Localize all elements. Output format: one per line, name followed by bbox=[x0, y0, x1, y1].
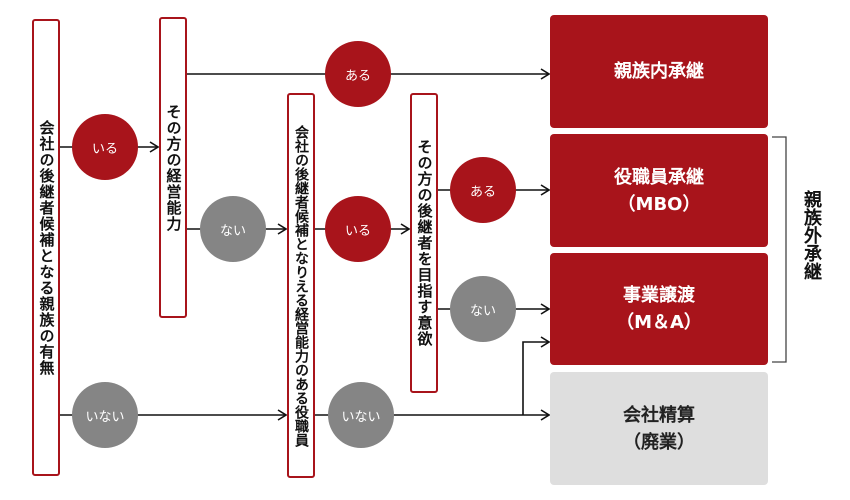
question-text: その方の後継者を目指す意欲 bbox=[415, 139, 434, 347]
arrow-q3-no-to-ma bbox=[522, 342, 549, 415]
answer-q2-no: ない bbox=[200, 196, 266, 262]
answer-q4-no: ない bbox=[450, 276, 516, 342]
result-family-succession: 親族内承継 bbox=[550, 15, 768, 128]
question-text: 会社の後継者候補となる親族の有無 bbox=[37, 119, 56, 376]
group-bracket bbox=[772, 136, 787, 363]
question-text: その方の経営能力 bbox=[164, 103, 183, 232]
answer-q1-no: いない bbox=[72, 382, 138, 448]
result-title: 親族内承継 bbox=[614, 61, 704, 82]
result-mbo: 役職員承継 （MBO） bbox=[550, 134, 768, 247]
question-successor-motivation: その方の後継者を目指す意欲 bbox=[410, 93, 438, 393]
result-title: 役職員承継 bbox=[614, 166, 704, 188]
group-label-non-family: 親族外承継 bbox=[801, 190, 822, 280]
answer-q3-no: いない bbox=[328, 382, 394, 448]
question-family-successor: 会社の後継者候補となる親族の有無 bbox=[32, 19, 60, 476]
result-subtitle: （M＆A） bbox=[616, 312, 702, 333]
question-management-ability: その方の経営能力 bbox=[159, 17, 187, 318]
answer-q1-yes: いる bbox=[72, 114, 138, 180]
answer-q3-yes: いる bbox=[325, 196, 391, 262]
result-subtitle: （MBO） bbox=[617, 193, 701, 215]
question-text: 会社の後継者候補となりえる経営能力のある役職員 bbox=[293, 124, 309, 447]
answer-q4-yes: ある bbox=[450, 157, 516, 223]
result-title: 事業譲渡 bbox=[623, 285, 695, 306]
question-employee-candidate: 会社の後継者候補となりえる経営能力のある役職員 bbox=[287, 93, 315, 478]
result-liquidation: 会社精算 （廃業） bbox=[550, 372, 768, 485]
result-ma: 事業譲渡 （M＆A） bbox=[550, 253, 768, 365]
result-title: 会社精算 bbox=[623, 404, 695, 426]
result-subtitle: （廃業） bbox=[623, 431, 695, 453]
answer-q2-yes: ある bbox=[325, 41, 391, 107]
